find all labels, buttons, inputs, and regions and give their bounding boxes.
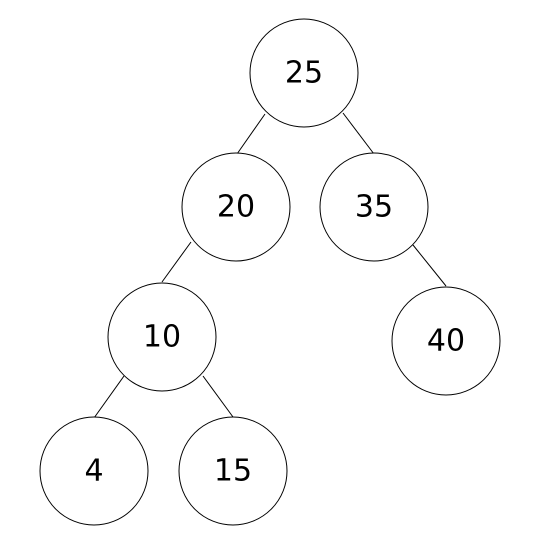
node-label: 35 [355, 190, 393, 225]
tree-node: 35 [319, 152, 429, 262]
node-circle [181, 152, 291, 262]
node-circle [391, 286, 501, 396]
node-circle [319, 152, 429, 262]
node-circle [178, 416, 288, 526]
tree-node: 25 [249, 18, 359, 128]
edge-20-10 [161, 241, 192, 283]
tree-node: 15 [178, 416, 288, 526]
node-label: 10 [143, 320, 181, 355]
edge-35-40 [412, 244, 447, 287]
node-label: 15 [214, 454, 252, 489]
node-label: 4 [84, 454, 103, 489]
edge-25-20 [236, 113, 266, 155]
edge-10-4 [93, 375, 125, 419]
node-label: 25 [285, 56, 323, 91]
edge-25-35 [342, 112, 375, 155]
node-label: 40 [427, 324, 465, 359]
tree-edges [93, 112, 447, 419]
tree-node: 40 [391, 286, 501, 396]
tree-node: 20 [181, 152, 291, 262]
tree-node: 4 [39, 416, 149, 526]
node-circle [107, 282, 217, 392]
node-circle [249, 18, 359, 128]
node-circle [39, 416, 149, 526]
node-label: 20 [217, 190, 255, 225]
tree-node: 10 [107, 282, 217, 392]
tree-nodes: 25 20 35 10 40 4 15 [39, 18, 501, 526]
edge-10-15 [202, 375, 234, 418]
